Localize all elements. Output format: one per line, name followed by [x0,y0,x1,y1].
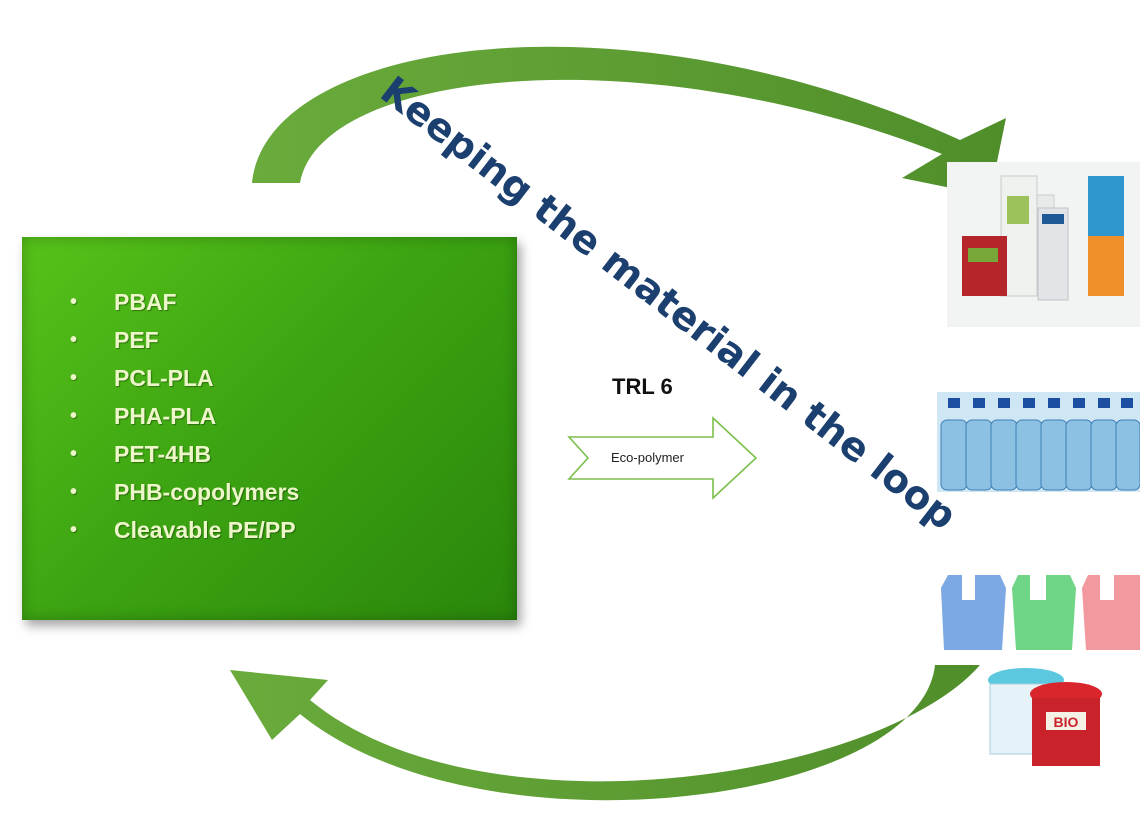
material-label: PCL-PLA [114,365,214,391]
bullet-icon: • [70,481,78,503]
product-image-water-bottles [937,392,1140,492]
top-cycle-arrow [252,46,1006,196]
material-label: Cleavable PE/PP [114,517,296,543]
product-image-plastic-bags [941,575,1140,650]
bullet-icon: • [70,519,78,541]
material-item: • PCL-PLA [70,359,299,397]
material-label: PET-4HB [114,441,212,467]
product-image-bio-containers: BIO [986,668,1116,770]
bullet-icon: • [70,367,78,389]
material-item: • PET-4HB [70,435,299,473]
material-item: • PHA-PLA [70,397,299,435]
product-image-cartons [947,162,1140,327]
material-label: PEF [114,327,159,353]
svg-text:BIO: BIO [1054,714,1079,730]
material-label: PHB-copolymers [114,479,300,505]
material-item: • PBAF [70,283,299,321]
bullet-icon: • [70,329,78,351]
eco-polymer-label: Eco-polymer [611,450,684,465]
material-item: • PEF [70,321,299,359]
bullet-icon: • [70,291,78,313]
bullet-icon: • [70,405,78,427]
bullet-icon: • [70,443,78,465]
eco-polymer-arrow [567,416,758,500]
material-item: • PHB-copolymers [70,473,299,511]
materials-list: • PBAF • PEF • PCL-PLA • PHA-PLA • PET-4HB • P… [70,283,299,549]
bottom-cycle-arrow [230,665,980,801]
trl-label: TRL 6 [612,374,673,399]
material-item: • Cleavable PE/PP [70,511,299,549]
material-label: PHA-PLA [114,403,217,429]
materials-box [22,237,517,620]
material-label: PBAF [114,289,177,315]
